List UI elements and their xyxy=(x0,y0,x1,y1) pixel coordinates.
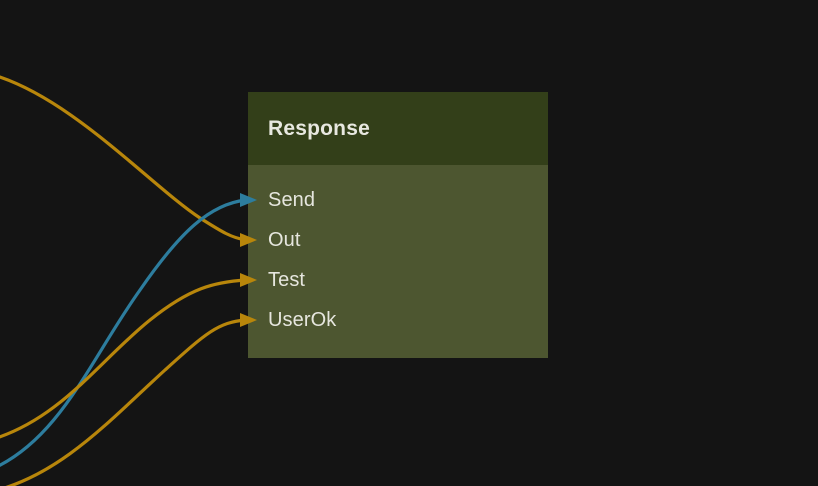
port-label-send: Send xyxy=(268,189,316,211)
port-arrow-userok-icon[interactable] xyxy=(240,312,258,328)
edge-to-test[interactable] xyxy=(0,278,248,440)
port-label-test: Test xyxy=(268,269,306,291)
edge-to-userok[interactable] xyxy=(0,318,248,486)
node-title: Response xyxy=(268,117,370,140)
edge-to-out[interactable] xyxy=(0,74,248,242)
node-header[interactable]: Response xyxy=(248,92,548,165)
port-label-out: Out xyxy=(268,229,301,251)
port-row-test[interactable]: Test xyxy=(240,260,548,300)
node-body: Send Out Test xyxy=(240,165,548,358)
port-row-out[interactable]: Out xyxy=(240,220,548,260)
port-arrow-send-icon[interactable] xyxy=(240,192,258,208)
edge-to-send[interactable] xyxy=(0,198,248,470)
port-label-userok: UserOk xyxy=(268,309,337,331)
port-arrow-out-icon[interactable] xyxy=(240,232,258,248)
port-arrow-test-icon[interactable] xyxy=(240,272,258,288)
port-row-send[interactable]: Send xyxy=(240,180,548,220)
port-row-userok[interactable]: UserOk xyxy=(240,300,548,340)
node-response[interactable]: Response Send Out xyxy=(240,92,548,358)
